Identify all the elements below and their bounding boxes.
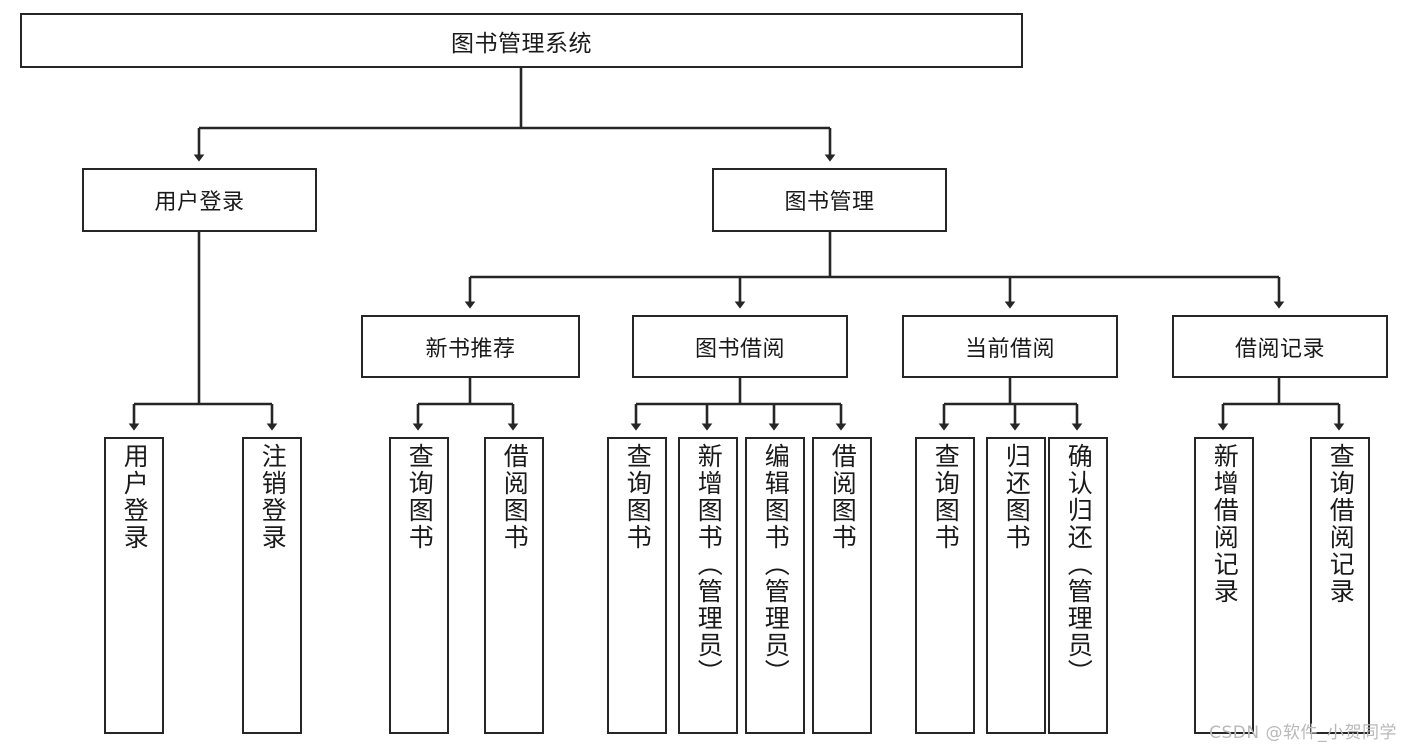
node-leaf-user-login-label: 用户登录 [120, 443, 150, 551]
node-leaf-add-borrow-record[interactable]: 新增借阅记录 [1194, 437, 1254, 734]
node-leaf-borrow-book[interactable]: 借阅图书 [812, 437, 872, 734]
node-leaf-query-book-recommend[interactable]: 查询图书 [389, 437, 449, 734]
node-borrow-record[interactable]: 借阅记录 [1172, 315, 1388, 378]
node-borrow-record-label: 借阅记录 [1234, 336, 1325, 362]
node-leaf-borrow-book-recommend-label: 借阅图书 [500, 443, 530, 551]
node-leaf-return-book-label: 归还图书 [1002, 443, 1032, 551]
csdn-watermark: CSDN @软件_小贺同学 [1209, 723, 1397, 743]
node-leaf-logout-login-label: 注销登录 [258, 443, 288, 551]
node-user-login-label: 用户登录 [154, 190, 245, 215]
node-leaf-query-book-borrow-label: 查询图书 [623, 443, 653, 551]
node-leaf-borrow-book-label: 借阅图书 [828, 443, 858, 551]
node-leaf-query-book-current[interactable]: 查询图书 [915, 437, 975, 734]
node-book-borrow[interactable]: 图书借阅 [632, 315, 848, 378]
node-leaf-return-book[interactable]: 归还图书 [986, 437, 1046, 734]
node-book-borrow-label: 图书借阅 [694, 336, 785, 362]
node-book-manage-label: 图书管理 [784, 190, 875, 215]
node-leaf-user-login[interactable]: 用户登录 [104, 437, 164, 734]
node-leaf-confirm-return-label: 确认归还（管理员） [1064, 443, 1094, 686]
node-leaf-confirm-return[interactable]: 确认归还（管理员） [1048, 437, 1108, 734]
node-leaf-edit-book-label: 编辑图书（管理员） [761, 443, 791, 686]
node-current-borrow[interactable]: 当前借阅 [902, 315, 1118, 378]
node-leaf-logout-login[interactable]: 注销登录 [242, 437, 302, 734]
node-root-system[interactable]: 图书管理系统 [20, 13, 1023, 68]
node-book-manage[interactable]: 图书管理 [712, 168, 947, 232]
node-leaf-query-book-recommend-label: 查询图书 [405, 443, 435, 551]
node-new-book-recommend-label: 新书推荐 [425, 336, 516, 362]
node-root-system-label: 图书管理系统 [451, 30, 592, 57]
node-user-login[interactable]: 用户登录 [82, 168, 317, 232]
node-leaf-add-borrow-record-label: 新增借阅记录 [1210, 443, 1240, 605]
node-new-book-recommend[interactable]: 新书推荐 [361, 315, 580, 378]
node-leaf-query-book-borrow[interactable]: 查询图书 [607, 437, 667, 734]
node-leaf-query-book-current-label: 查询图书 [931, 443, 961, 551]
node-current-borrow-label: 当前借阅 [964, 336, 1055, 362]
node-leaf-borrow-book-recommend[interactable]: 借阅图书 [484, 437, 544, 734]
node-leaf-add-book-label: 新增图书（管理员） [694, 443, 724, 686]
node-leaf-edit-book[interactable]: 编辑图书（管理员） [745, 437, 805, 734]
node-leaf-query-borrow-record-label: 查询借阅记录 [1326, 443, 1356, 605]
node-leaf-query-borrow-record[interactable]: 查询借阅记录 [1310, 437, 1370, 734]
node-leaf-add-book[interactable]: 新增图书（管理员） [678, 437, 738, 734]
